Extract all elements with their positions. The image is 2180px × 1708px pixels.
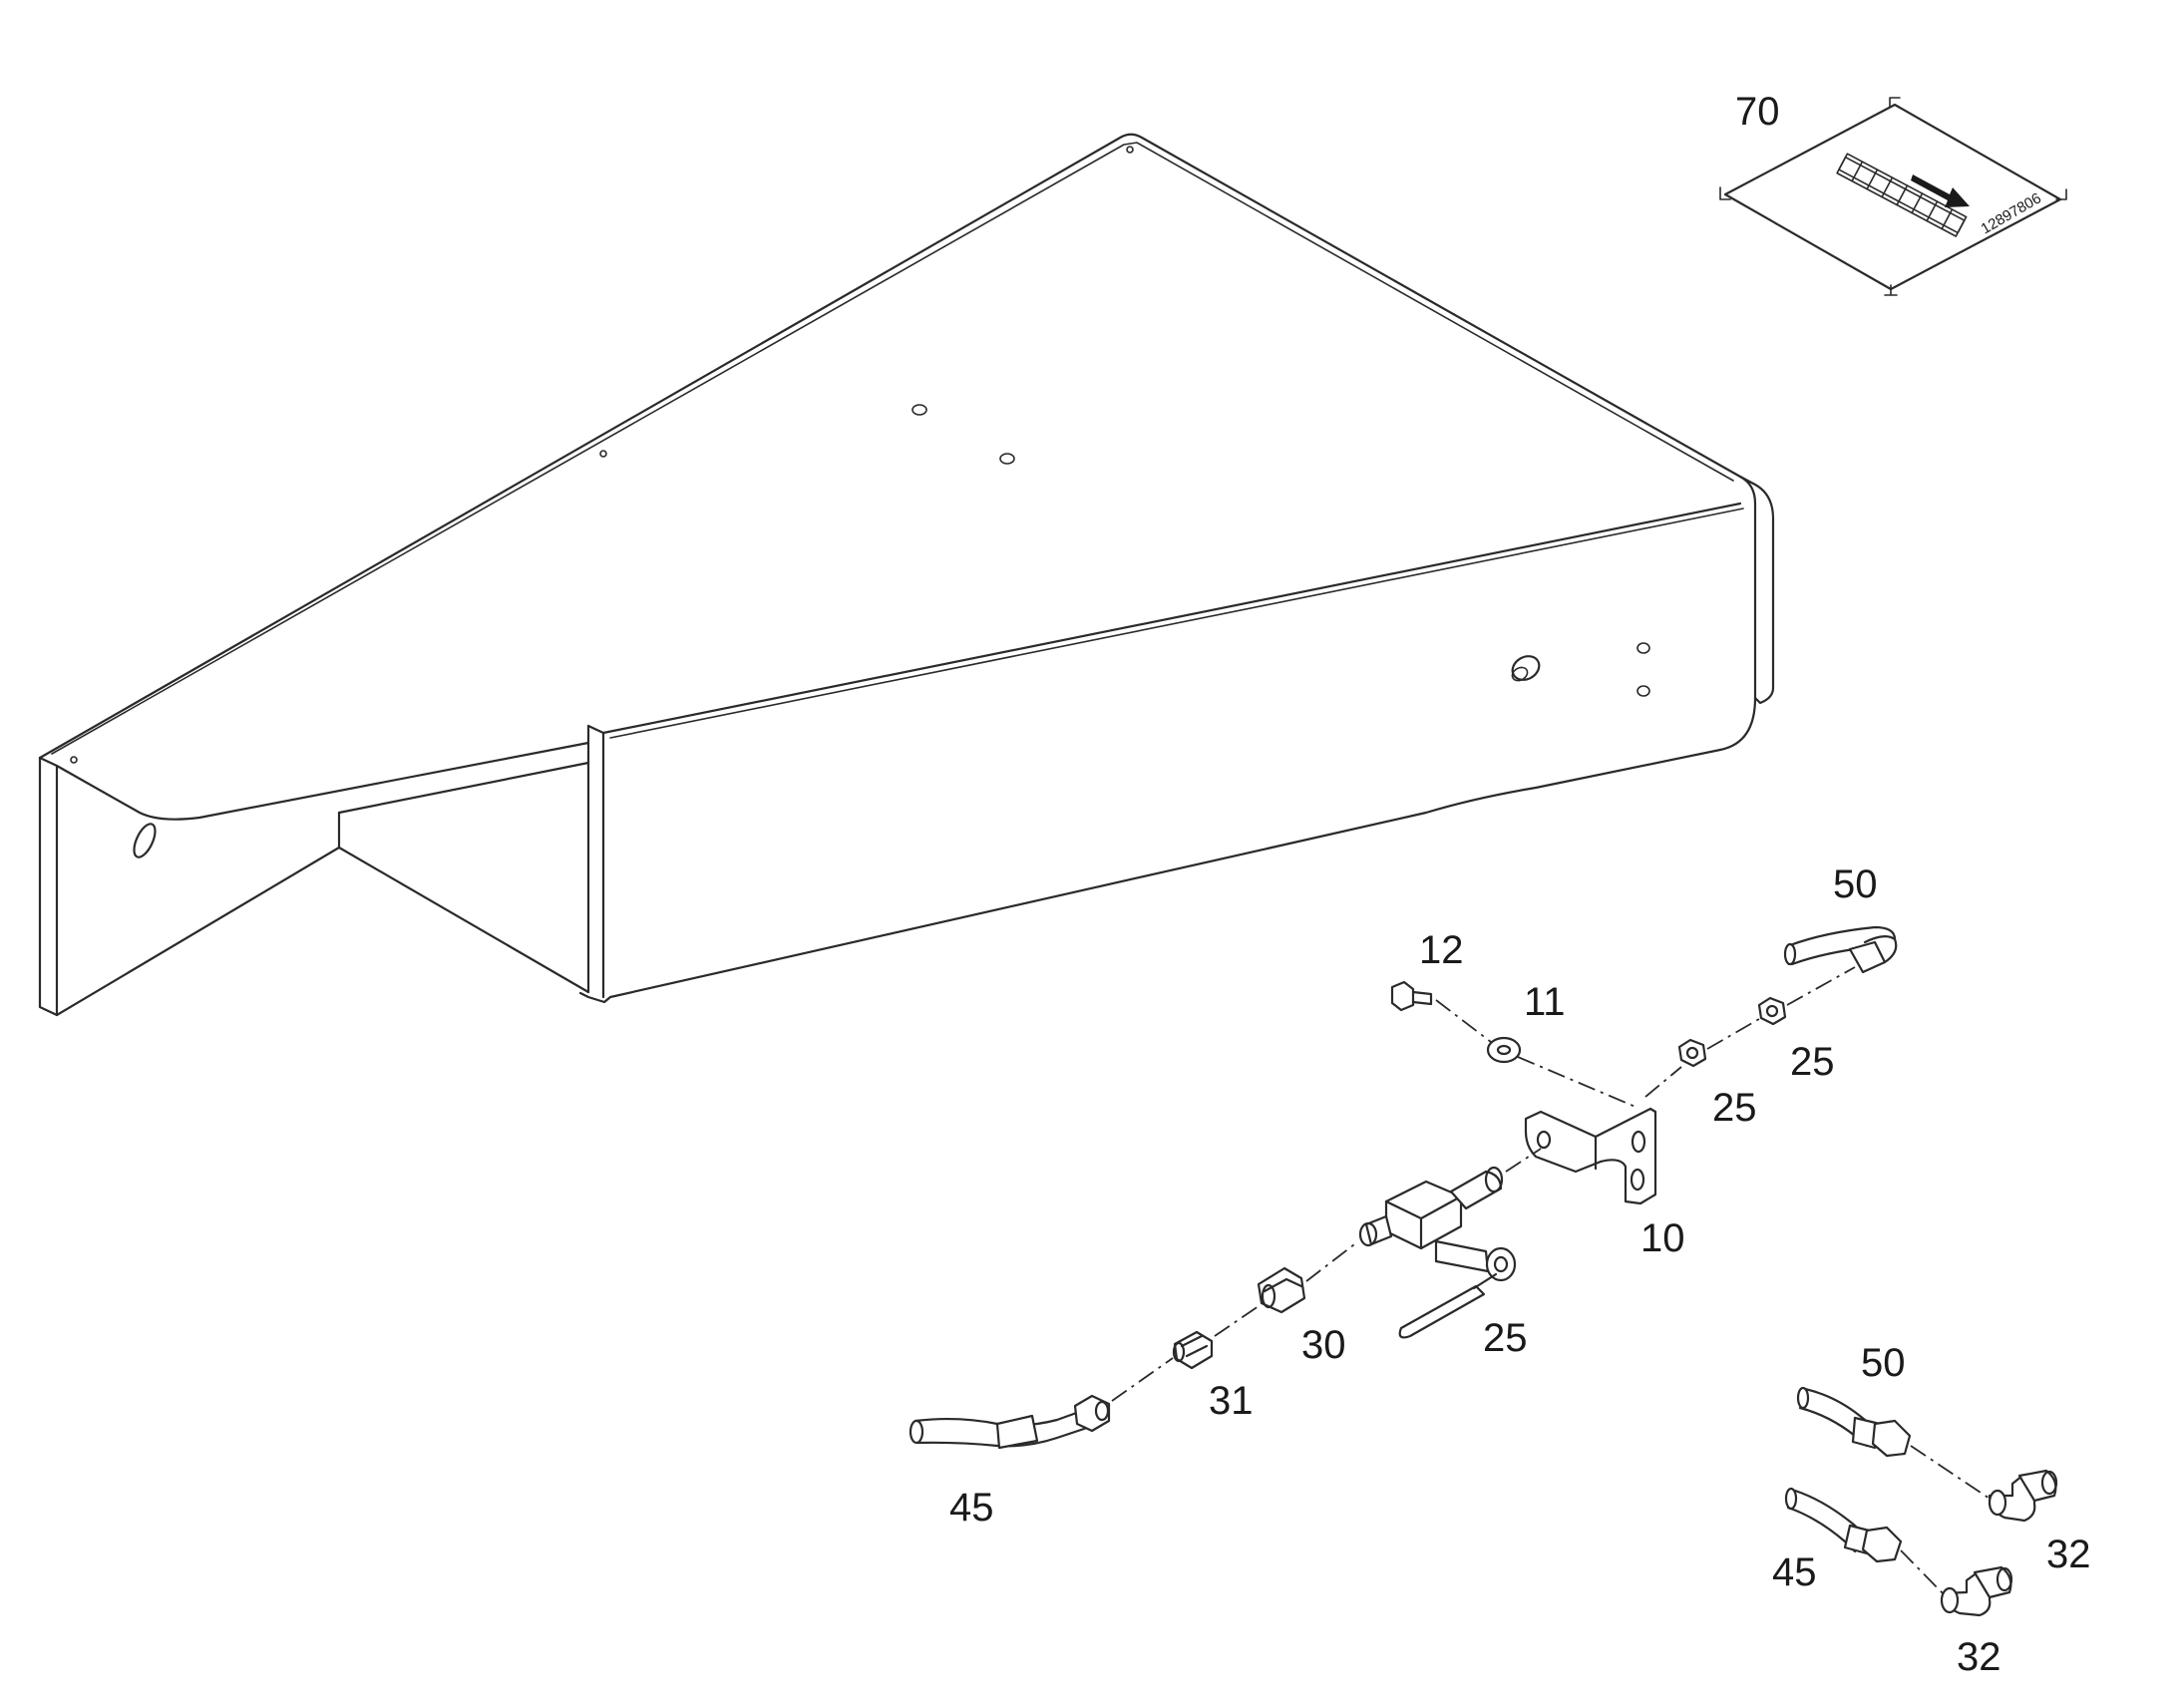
hose-45-bottom bbox=[1784, 1487, 1903, 1563]
washer-11 bbox=[1486, 1036, 1522, 1064]
elbow-32-b bbox=[1940, 1565, 2013, 1617]
callout-45-main: 45 bbox=[949, 1486, 994, 1530]
fitting-31 bbox=[1172, 1330, 1214, 1370]
callout-12: 12 bbox=[1419, 928, 1464, 972]
valve-25 bbox=[1358, 1166, 1517, 1339]
callout-50-bottom: 50 bbox=[1861, 1341, 1906, 1385]
callout-45-bottom: 45 bbox=[1772, 1550, 1817, 1594]
bracket-10 bbox=[1524, 1107, 1657, 1205]
callout-11: 11 bbox=[1524, 980, 1566, 1024]
callout-50-top: 50 bbox=[1833, 862, 1878, 906]
bolt-12 bbox=[1390, 980, 1433, 1012]
callout-32-bottom: 32 bbox=[1957, 1635, 2001, 1679]
elbow-32-a bbox=[1988, 1469, 2058, 1523]
assembly-lines bbox=[1111, 966, 1994, 1596]
nut-25-a bbox=[1677, 1038, 1707, 1068]
arrow-icon bbox=[1911, 174, 1970, 207]
hose-45-main bbox=[908, 1394, 1111, 1450]
callout-30: 30 bbox=[1301, 1323, 1346, 1367]
nut-25-b bbox=[1757, 996, 1787, 1026]
callout-25-valve: 25 bbox=[1483, 1316, 1528, 1360]
callout-25-nut-right: 25 bbox=[1790, 1040, 1835, 1084]
ladder-symbol bbox=[1836, 153, 1968, 237]
hose-50-bottom bbox=[1796, 1386, 1912, 1458]
callout-70: 70 bbox=[1735, 90, 1780, 134]
callouts: 70 50 12 11 25 25 10 25 30 31 45 50 32 4… bbox=[949, 90, 2091, 1679]
nut-30 bbox=[1257, 1266, 1306, 1314]
callout-10: 10 bbox=[1640, 1216, 1685, 1260]
callout-31: 31 bbox=[1209, 1379, 1254, 1423]
housing-cover bbox=[38, 133, 1775, 1017]
callout-25-nut-left: 25 bbox=[1712, 1086, 1757, 1130]
callout-32-right: 32 bbox=[2046, 1533, 2091, 1576]
hose-50-top bbox=[1783, 925, 1898, 974]
